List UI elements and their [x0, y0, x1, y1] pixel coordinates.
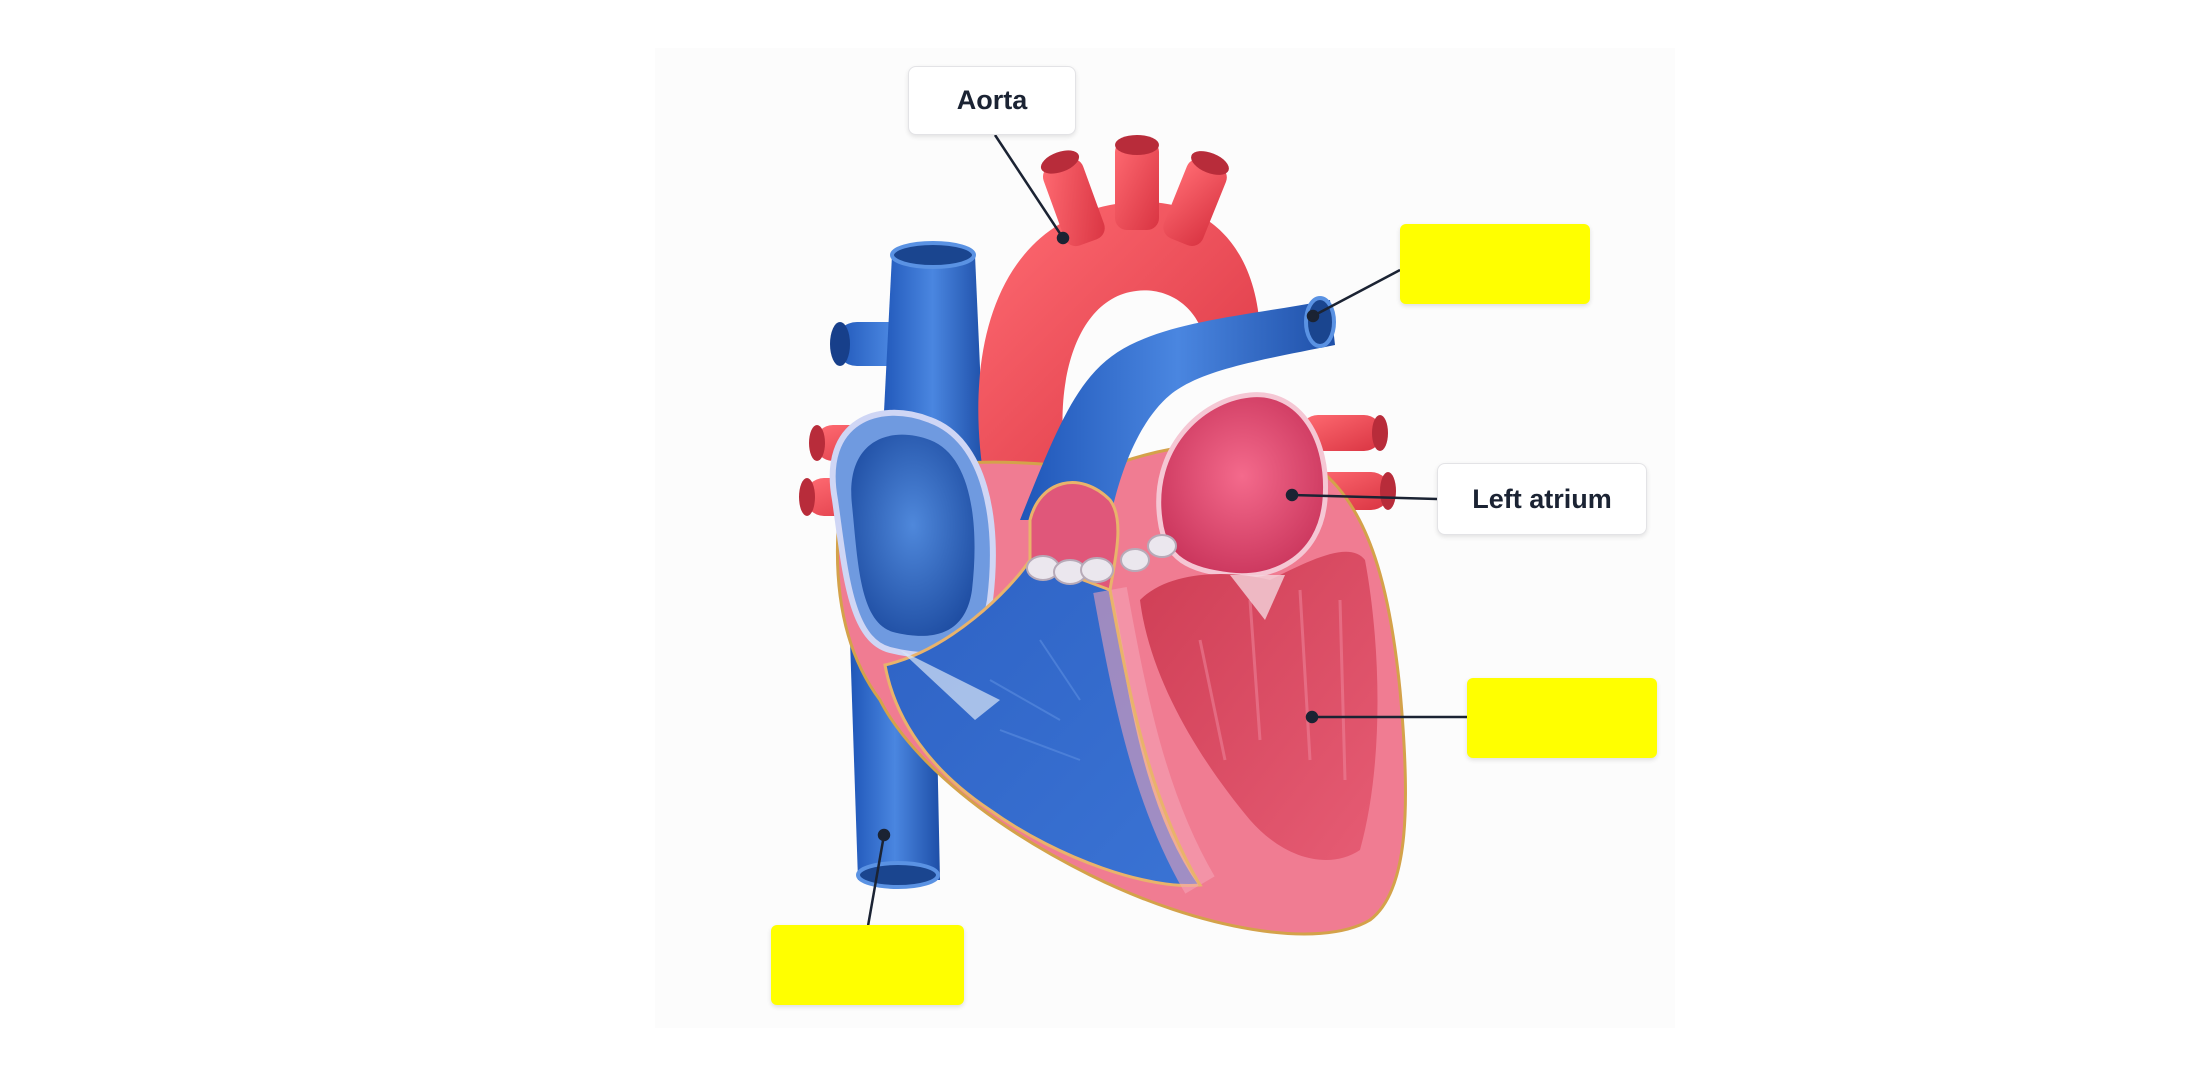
left-atrium [1156, 392, 1329, 579]
blank-label-inferior-vena-cava[interactable] [771, 925, 964, 1005]
label-aorta: Aorta [908, 66, 1076, 135]
blank-label-left-ventricle[interactable] [1467, 678, 1657, 758]
leader-lines [866, 134, 1467, 927]
right-atrium [829, 409, 996, 658]
septum [1093, 586, 1215, 894]
left-ventricle [1140, 551, 1378, 860]
blank-label-pulmonary-artery[interactable] [1400, 224, 1590, 304]
heart-valves [900, 534, 1285, 720]
aortic-arch [978, 135, 1260, 485]
label-left-atrium: Left atrium [1437, 463, 1647, 535]
